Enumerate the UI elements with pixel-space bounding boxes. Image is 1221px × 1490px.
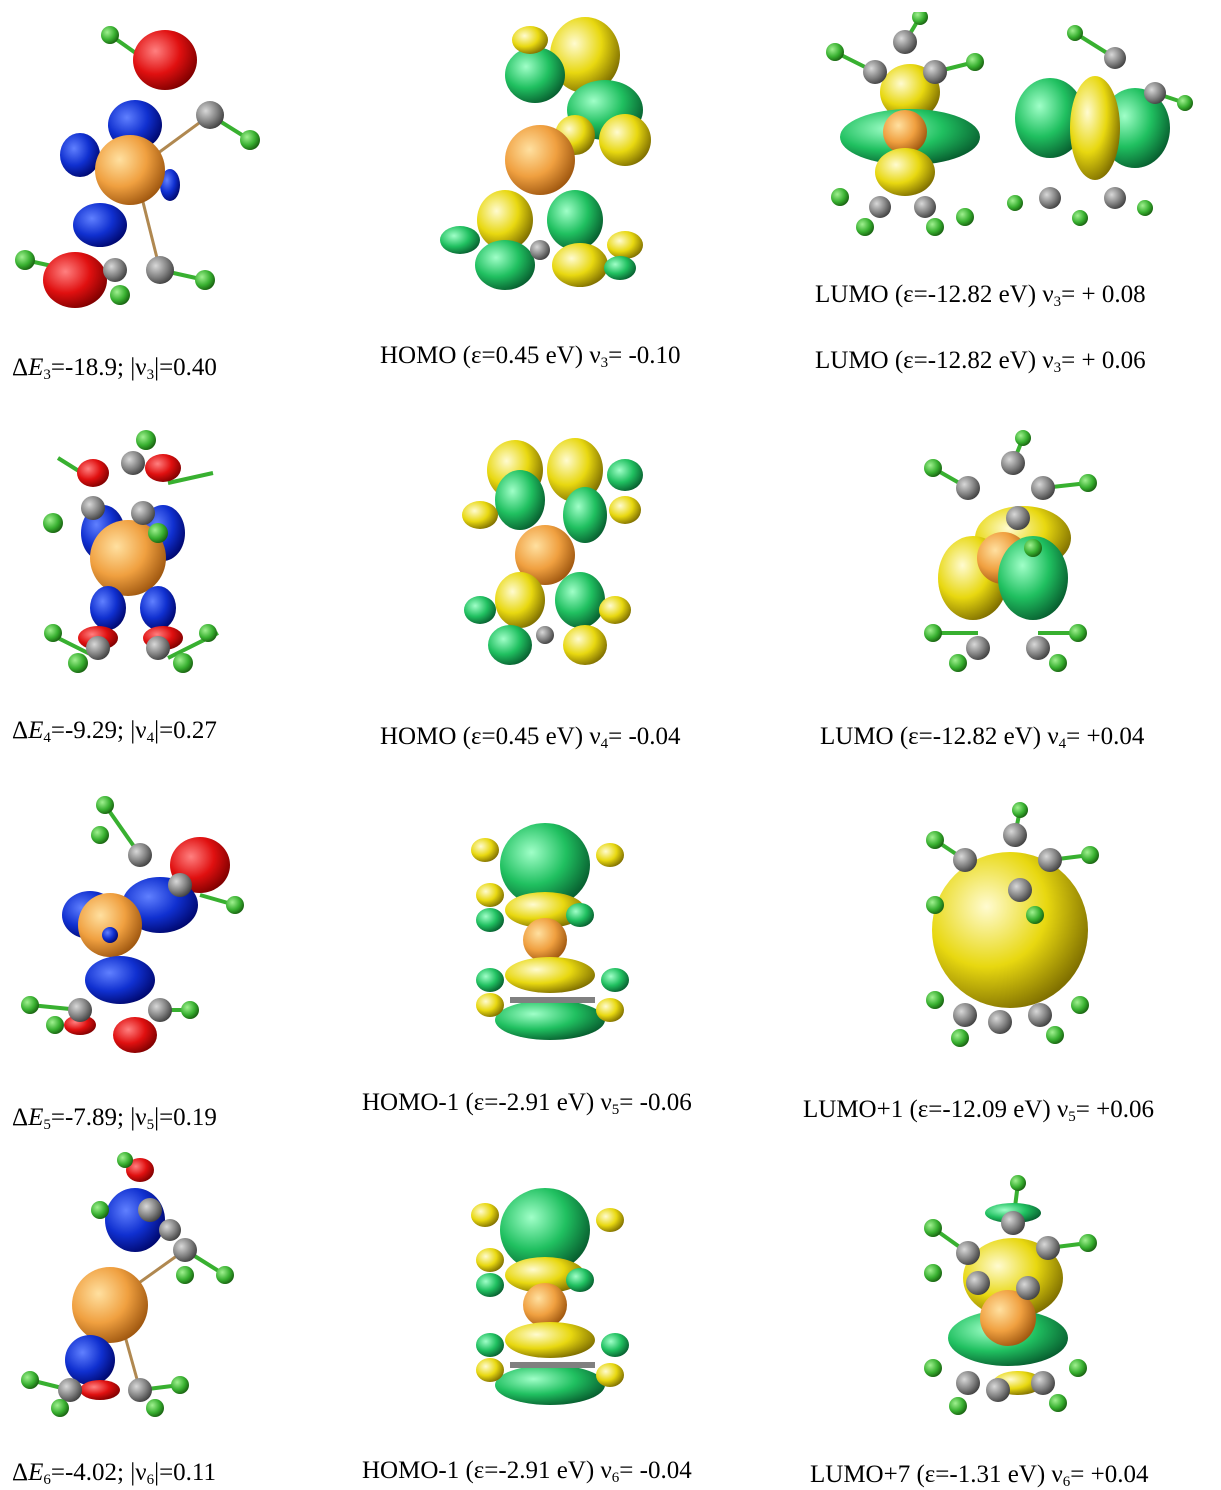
homo-orbital-5 <box>471 823 629 1040</box>
homo-caption-6: HOMO-1 (ε=-2.91 eV) ν6= -0.04 <box>362 1457 692 1486</box>
lumo-orbital-6 <box>924 1175 1097 1415</box>
homo-orbital-3 <box>440 17 651 290</box>
lumo-caption-3b: LUMO (ε=-12.82 eV) ν3= + 0.06 <box>815 347 1146 376</box>
lumo-orbital-4 <box>924 430 1097 672</box>
density-caption-4: ΔE4=-9.29; |ν4|=0.27 <box>12 717 217 746</box>
homo-orbital-6 <box>471 1188 629 1405</box>
lumo-caption-5: LUMO+1 (ε=-12.09 eV) ν5= +0.06 <box>803 1096 1154 1125</box>
lumo-caption-3a: LUMO (ε=-12.82 eV) ν3= + 0.08 <box>815 281 1146 310</box>
lumo-orbital-3b <box>1007 25 1193 226</box>
homo-orbital-4 <box>462 438 643 665</box>
density-diagram-3 <box>15 26 260 308</box>
lumo-caption-6: LUMO+7 (ε=-1.31 eV) ν6= +0.04 <box>810 1461 1149 1490</box>
density-caption-3: ΔE3=-18.9; |ν3|=0.40 <box>12 354 217 383</box>
homo-caption-4: HOMO (ε=0.45 eV) ν4= -0.04 <box>380 723 681 752</box>
lumo-orbital-3a <box>826 12 984 236</box>
homo-caption-3: HOMO (ε=0.45 eV) ν3= -0.10 <box>380 342 681 371</box>
lumo-caption-4: LUMO (ε=-12.82 eV) ν4= +0.04 <box>820 723 1145 752</box>
density-caption-5: ΔE5=-7.89; |ν5|=0.19 <box>12 1104 217 1133</box>
density-diagram-5 <box>21 796 244 1053</box>
density-diagram-6 <box>21 1152 234 1417</box>
density-diagram-4 <box>43 430 219 673</box>
density-caption-6: ΔE6=-4.02; |ν6|=0.11 <box>12 1459 216 1488</box>
homo-caption-5: HOMO-1 (ε=-2.91 eV) ν5= -0.06 <box>362 1089 692 1118</box>
lumo-orbital-5 <box>926 802 1099 1047</box>
